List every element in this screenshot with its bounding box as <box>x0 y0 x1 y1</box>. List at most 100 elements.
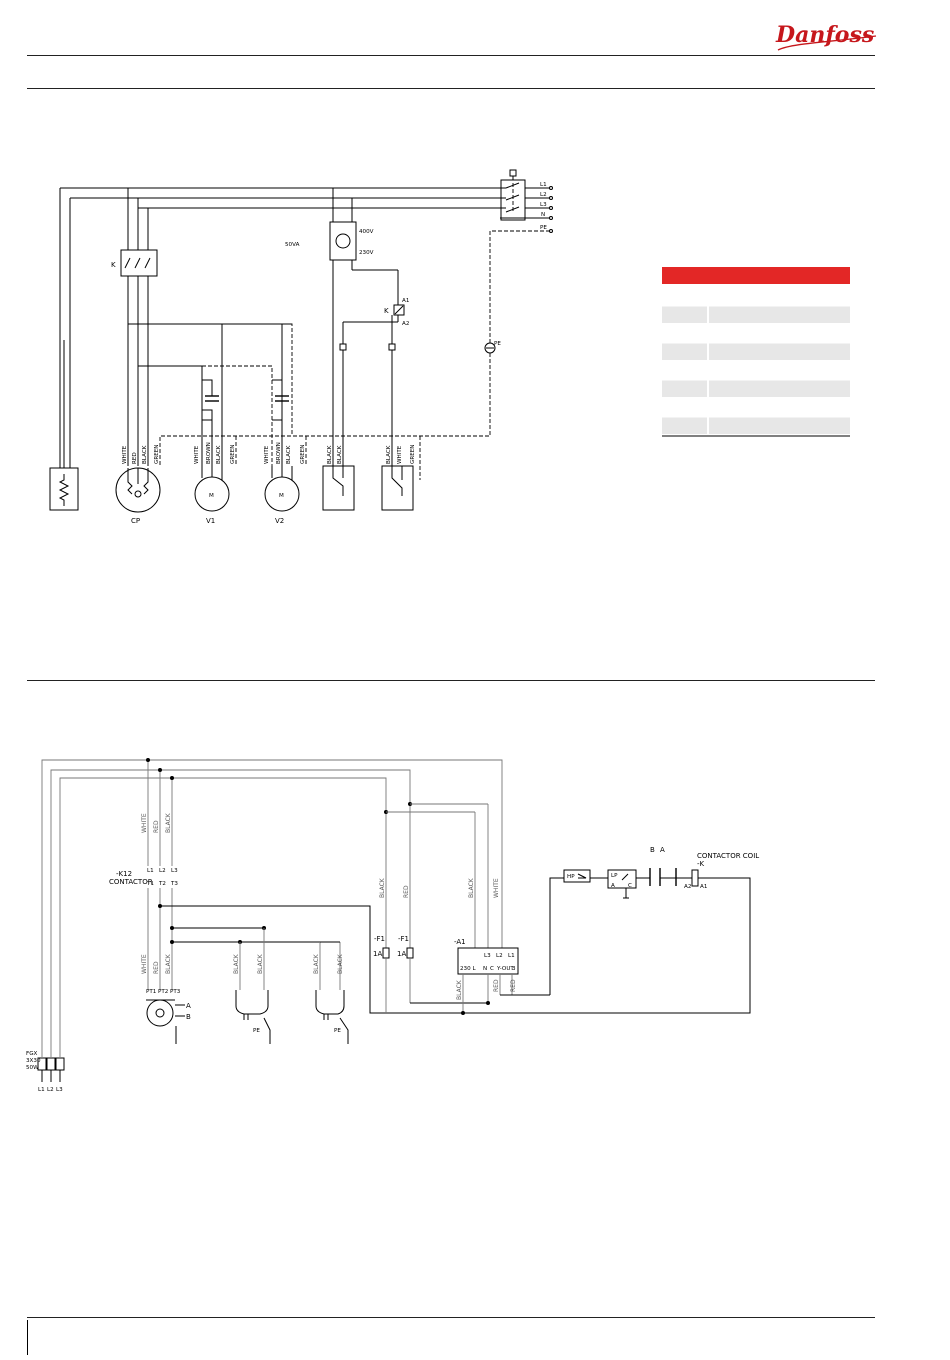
sw1-wire-black-2: BLACK <box>337 445 343 464</box>
control-transformer <box>329 221 357 261</box>
v1-label: V1 <box>206 517 215 525</box>
diagram-1: L1 L2 L3 N PE K 50VA 400V 230V <box>49 169 850 525</box>
hp-label: HP <box>567 874 575 880</box>
v2-wire-green: GREEN <box>300 445 306 464</box>
top-wire-white: WHITE <box>141 813 148 833</box>
fuse2-name: -F1 <box>398 935 409 943</box>
hp-switch <box>563 869 591 883</box>
fuse2-rating: 1A <box>397 950 406 958</box>
a1-bottom-wire-red-1: RED <box>493 979 500 992</box>
k12-t1: T1 <box>146 881 154 887</box>
fan1-pe: PE <box>253 1028 260 1034</box>
contactor-k-label: K <box>111 261 116 269</box>
mid-wire-red: RED <box>153 961 160 974</box>
fuse-f1-b: -F1 1A <box>397 935 414 959</box>
mid-wire-black: BLACK <box>165 953 172 974</box>
contactor-k <box>120 249 158 277</box>
fan-motor-v1: M V1 <box>194 476 230 525</box>
k12-l1: L1 <box>147 868 154 874</box>
k12-name: -K12 <box>116 870 132 878</box>
relay-pin-a2: A2 <box>402 321 409 327</box>
transformer-rating: 50VA <box>285 242 300 248</box>
k12-t2: T2 <box>158 881 166 887</box>
compressor-label: CP <box>131 517 140 525</box>
legend-row <box>662 380 850 397</box>
a1-pin-l2: L2 <box>496 953 503 959</box>
fan2-pe: PE <box>334 1028 341 1034</box>
compressor-cp: CP <box>115 467 161 525</box>
side-text-3: 50W <box>26 1065 39 1071</box>
lp-pin-c: C <box>628 883 632 889</box>
transformer-primary: 400V <box>359 229 374 235</box>
fuse-wire-red: RED <box>403 885 410 898</box>
a1-bottom-n: N <box>483 966 487 972</box>
terminal-l2: L2 <box>540 192 547 198</box>
motor-pin-pt2: PT2 <box>158 989 168 995</box>
mid-wire-white: WHITE <box>141 954 148 974</box>
side-text-1: FGX <box>26 1051 38 1057</box>
fuse-f1-a: -F1 1A <box>373 935 390 959</box>
pressure-switch-2 <box>381 465 414 511</box>
fan-motor-v2: M V2 <box>264 476 300 525</box>
terminal-n: N <box>541 212 545 218</box>
switch-label-a: A <box>660 846 665 854</box>
side-text-2: 3X30 <box>26 1058 41 1064</box>
transformer-secondary: 230V <box>359 250 374 256</box>
a1-wire-white: WHITE <box>493 878 500 898</box>
v2-label: V2 <box>275 517 284 525</box>
fan1-wire-black-2: BLACK <box>257 953 264 974</box>
main-terminal-l1: L1 <box>38 1087 45 1093</box>
section-2-rule <box>27 680 875 681</box>
k12-l3: L3 <box>171 868 178 874</box>
motor-pin-pt1: PT1 <box>146 989 157 995</box>
motor-tap-b: B <box>186 1013 191 1021</box>
main-terminal-l3: L3 <box>56 1087 63 1093</box>
main-terminal-block: L1 L2 L3 FGX 3X30 50W <box>26 1051 65 1093</box>
a1-bottom-230l: 230 L <box>460 966 476 972</box>
fuse1-rating: 1A <box>373 950 382 958</box>
legend-table <box>662 267 850 437</box>
main-terminal-l2: L2 <box>47 1087 54 1093</box>
v2-wire-brown: BROWN <box>276 442 282 464</box>
lp-pin-a: A <box>611 883 615 889</box>
v2-wire-black: BLACK <box>286 445 292 464</box>
sw2-wire-white: WHITE <box>397 445 403 464</box>
cp-wire-white: WHITE <box>122 445 128 464</box>
danfoss-logo: Danfoss <box>775 22 877 51</box>
v1-wire-green: GREEN <box>230 445 236 464</box>
top-wire-black: BLACK <box>165 812 172 833</box>
a1-bottom-yout: Y-OUT <box>496 966 514 972</box>
relay-label: K <box>384 307 389 315</box>
terminal-l3: L3 <box>540 202 547 208</box>
compressor-motor: PT1 PT2 PT3 A B <box>145 989 191 1044</box>
legend-row <box>662 343 850 360</box>
logo-text: Danfoss <box>775 22 874 48</box>
a1-bottom-wire-black: BLACK <box>456 979 463 1000</box>
legend-row <box>662 306 850 323</box>
fan-connector-1: PE <box>235 990 271 1044</box>
diagram-2: WHITE RED BLACK -K12 CONTACTOR L1 L2 L3 … <box>26 758 759 1093</box>
coil-title: CONTACTOR COIL <box>697 852 759 860</box>
earth-label: PE <box>494 341 501 347</box>
v2-wire-white: WHITE <box>264 445 270 464</box>
v1-wire-brown: BROWN <box>206 442 212 464</box>
coil-pin-a1: A1 <box>700 884 708 890</box>
sw1-wire-black-1: BLACK <box>327 445 333 464</box>
v1-motor-symbol: M <box>209 493 214 499</box>
cp-wire-green: GREEN <box>154 445 160 464</box>
cp-wire-red: RED <box>132 452 138 464</box>
relay-pin-a1: A1 <box>402 298 410 304</box>
footer-rule <box>27 1317 875 1318</box>
page-corner-mark <box>27 1320 28 1355</box>
sw2-wire-green: GREEN <box>410 445 416 464</box>
module-a1: -A1 L3 L2 L1 230 L N C Y-OUT 3 <box>454 938 519 975</box>
header-rule <box>27 55 875 56</box>
coil-name: -K <box>697 860 705 868</box>
top-wire-red: RED <box>153 820 160 833</box>
v2-motor-symbol: M <box>279 493 284 499</box>
a1-bottom-c: C <box>490 966 494 972</box>
legend-row <box>662 417 850 434</box>
terminal-l1: L1 <box>540 182 547 188</box>
legend-header <box>662 267 850 284</box>
